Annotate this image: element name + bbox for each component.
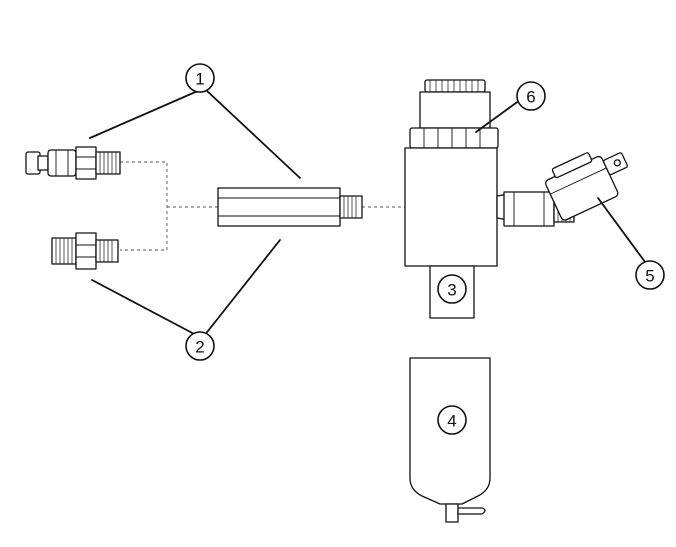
hex-nipple-fitting <box>51 232 119 270</box>
filter-bowl <box>409 357 491 523</box>
callout-2-label: 2 <box>195 338 204 357</box>
callout-5-label: 5 <box>645 267 654 286</box>
quick-coupler-plug <box>25 146 121 180</box>
callout-3: 3 <box>437 274 467 304</box>
callout-4-label: 4 <box>447 412 456 431</box>
callout-4: 4 <box>437 405 467 435</box>
hex-extension-adapter <box>217 187 363 227</box>
callout-2: 2 <box>185 331 215 361</box>
connection-lines <box>120 161 405 251</box>
callout-1-label: 1 <box>195 70 204 89</box>
callout-6: 6 <box>516 81 546 111</box>
leader-lines <box>89 89 649 337</box>
callout-6-label: 6 <box>526 88 535 107</box>
solenoid-valve <box>544 152 628 221</box>
regulator-body <box>404 147 498 267</box>
callout-1: 1 <box>185 63 215 93</box>
callout-5: 5 <box>635 260 665 290</box>
callout-3-label: 3 <box>447 281 456 300</box>
adjustment-knob <box>409 79 499 149</box>
